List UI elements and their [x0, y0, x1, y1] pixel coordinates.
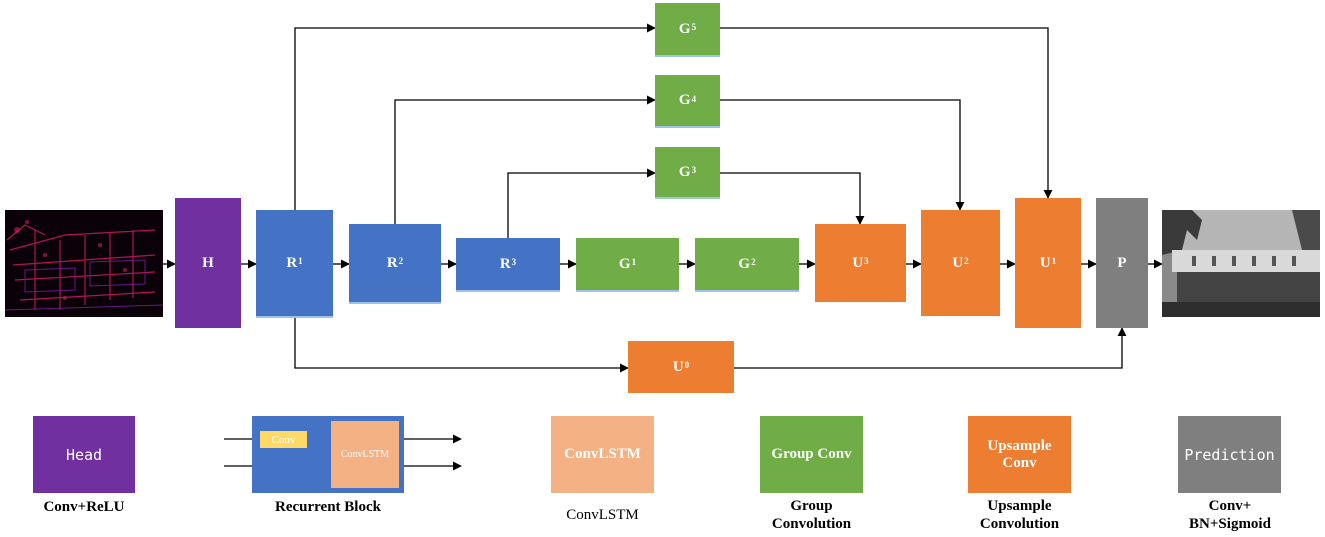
legend-group-caption-line2: Convolution: [771, 516, 852, 532]
arrow-u0-p: [734, 327, 1127, 369]
prediction-block: P: [1096, 198, 1148, 328]
g4-label: G: [678, 92, 691, 108]
r2-sup: 2: [398, 256, 404, 266]
u2-sup: 2: [964, 256, 969, 266]
arrow-g3-u3: [720, 172, 865, 225]
legend-recurrent-caption: Recurrent Block: [240, 498, 416, 516]
r3-sup: 3: [511, 257, 517, 267]
g1-sup: 1: [631, 257, 637, 267]
legend-upsample-label-line2: Conv: [1002, 454, 1037, 471]
output-image: [1162, 210, 1320, 317]
output-image-graphic: [1162, 210, 1320, 317]
legend-recurrent-caption-text: Recurrent Block: [275, 499, 381, 515]
p-label: P: [1117, 254, 1127, 271]
u0-label: U: [672, 358, 684, 375]
legend-prediction-box: Prediction: [1178, 416, 1281, 493]
u0-sup: 0: [684, 360, 690, 370]
legend-head-box: Head: [33, 416, 135, 493]
g5-label: G: [678, 20, 691, 37]
legend-upsample-caption-line1: Upsample: [987, 498, 1052, 514]
g4-sup: 4: [691, 93, 697, 104]
legend-head-label: Head: [65, 445, 103, 464]
legend-group-box: Group Conv: [760, 416, 863, 493]
head-block: H: [175, 198, 241, 328]
r3-label: R: [499, 255, 511, 272]
legend-conv-text: Conv: [271, 433, 296, 446]
arrow-r2-g4: [394, 95, 656, 224]
g5-sup: 5: [691, 22, 697, 32]
legend-upsample-caption: Upsample Convolution: [953, 497, 1086, 533]
arrow-g4-u2: [720, 99, 965, 211]
g1-label: G: [618, 255, 631, 272]
legend-prediction-caption-line2: BN+Sigmoid: [1189, 516, 1271, 532]
legend-group-caption: Group Convolution: [745, 497, 878, 533]
u1-sup: 1: [1051, 256, 1057, 266]
legend-head-caption: Conv+ReLU: [20, 498, 148, 516]
r1-label: R: [286, 254, 298, 271]
input-image-graphic: [5, 220, 163, 311]
u2-label: U: [952, 254, 964, 271]
r1-sup: 1: [298, 256, 303, 266]
legend-prediction-caption: Conv+ BN+Sigmoid: [1160, 497, 1300, 533]
u3-sup: 3: [864, 256, 869, 266]
head-block-label: H: [202, 254, 214, 271]
arrow-r3-g3: [507, 168, 656, 238]
legend-conv-tag: Conv: [260, 431, 307, 448]
r2-label: R: [386, 254, 398, 271]
legend-recurrent-convlstm-text: ConvLSTM: [340, 449, 390, 460]
legend-convlstm-caption-text: ConvLSTM: [566, 507, 639, 523]
legend-convlstm-caption: ConvLSTM: [540, 506, 665, 524]
u3-label: U: [852, 254, 864, 271]
g3-sup: 3: [691, 165, 697, 175]
legend-upsample-label-line1: Upsample: [987, 437, 1052, 454]
legend-upsample-caption-line2: Convolution: [979, 516, 1060, 532]
g3-label: G: [678, 163, 691, 180]
legend-convlstm-box: ConvLSTM: [551, 416, 654, 493]
g2-sup: 2: [751, 257, 756, 267]
input-image: [5, 210, 163, 317]
legend-prediction-label: Prediction: [1184, 445, 1275, 464]
arrow-r1-g5: [294, 23, 656, 210]
arrow-r1-u0: [294, 318, 629, 373]
g2-label: G: [738, 255, 751, 272]
legend-recurrent-convlstm: ConvLSTM: [331, 421, 399, 488]
legend-upsample-box: Upsample Conv: [968, 416, 1071, 493]
legend-head-caption-text: Conv+ReLU: [43, 499, 125, 515]
legend-group-label: Group Conv: [771, 446, 852, 462]
legend-group-caption-line1: Group: [790, 498, 833, 514]
legend-convlstm-label: ConvLSTM: [564, 446, 641, 462]
u1-label: U: [1039, 254, 1051, 271]
legend-prediction-caption-line1: Conv+: [1208, 498, 1252, 514]
arrow-g5-u1: [720, 27, 1053, 199]
